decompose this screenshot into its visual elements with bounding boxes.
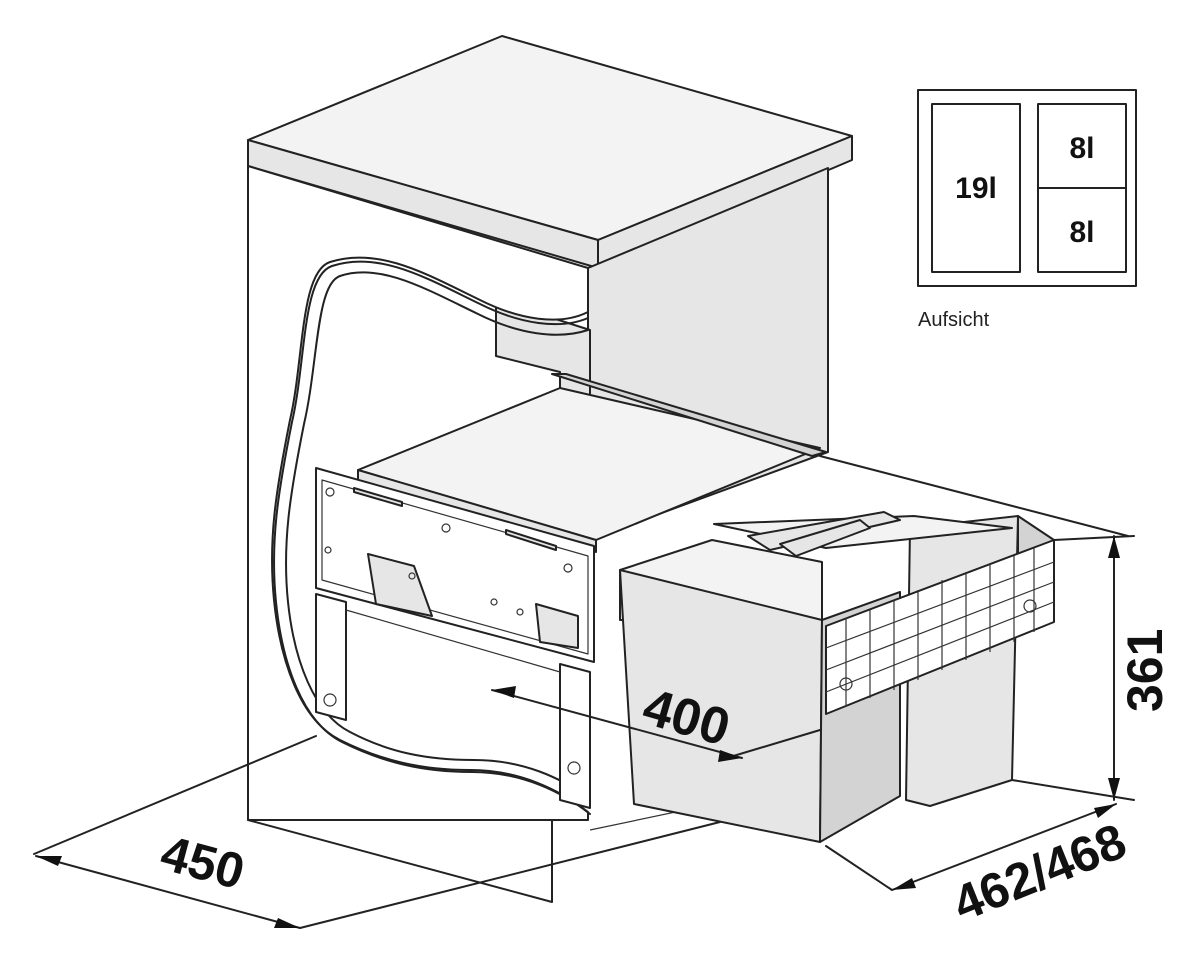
top-view-bin-19l-label: 19l [955, 172, 997, 205]
top-view-bin-8l-top [1037, 103, 1127, 189]
dimension-lines [33, 455, 1135, 929]
dimension-361-label: 361 [1117, 629, 1173, 712]
top-view-caption: Aufsicht [918, 309, 990, 331]
bins [619, 511, 1055, 843]
dimension-450-label: 450 [155, 825, 250, 901]
top-view-diagram [917, 89, 1137, 287]
top-view-bin-8l-bottom-label: 8l [1069, 216, 1094, 249]
drawer-frame [315, 373, 827, 809]
top-view-bin-8l-bottom [1037, 187, 1127, 273]
dimension-462-468-label: 462/468 [945, 813, 1134, 933]
drawer-side-plate [315, 467, 595, 663]
top-view-bin-19l [931, 103, 1021, 273]
top-view-bin-8l-top-label: 8l [1069, 132, 1094, 165]
cabinet [247, 35, 853, 903]
